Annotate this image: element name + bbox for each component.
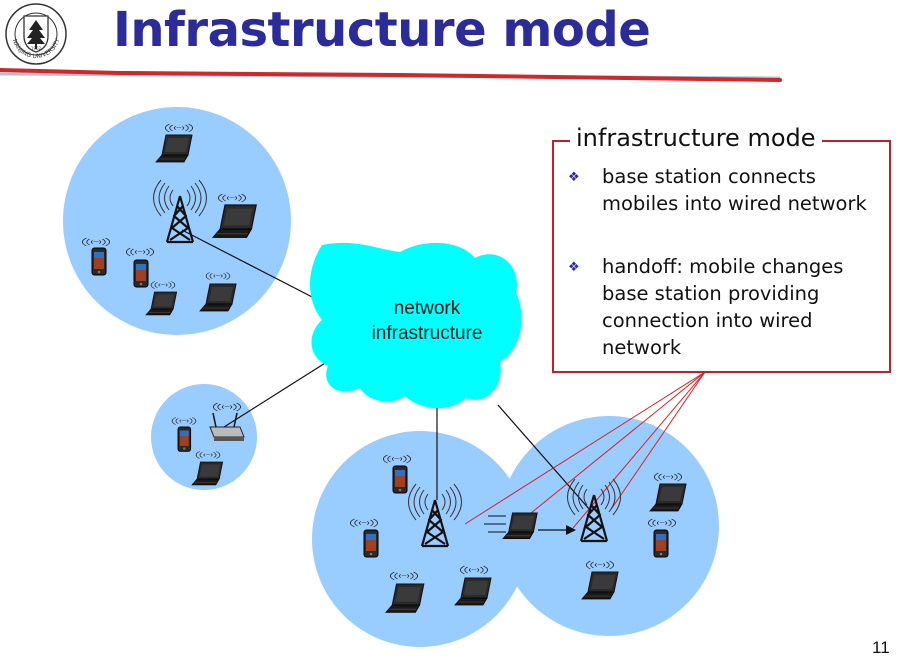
- title-underline: [0, 68, 782, 82]
- cell-top-left: [63, 107, 291, 335]
- cell-small: [151, 384, 257, 490]
- university-logo: NANJING UNIVERSITY 1902: [5, 3, 67, 65]
- cloud-label-line-2: infrastructure: [371, 323, 483, 344]
- smartphone-icon: [177, 426, 192, 452]
- diamond-bullet-icon: ❖: [568, 260, 580, 275]
- callout-heading: infrastructure mode: [570, 124, 822, 152]
- cell-bottom-left: [312, 431, 528, 647]
- cell-bottom-right: [499, 416, 719, 636]
- handoff-arrow-icon: [538, 525, 576, 535]
- page-number: 11: [872, 638, 890, 657]
- smartphone-icon: [653, 529, 669, 558]
- slide-title: Infrastructure mode: [113, 2, 651, 58]
- cloud-label-line-1: network: [393, 298, 461, 319]
- network-infrastructure-cloud: [310, 242, 522, 409]
- smartphone-icon: [91, 247, 107, 276]
- smartphone-icon: [133, 259, 149, 288]
- wired-links: [181, 229, 591, 511]
- callout-bullet-text: handoff: mobile changes base station pro…: [602, 255, 844, 359]
- callout-bullet: ❖ base station connects mobiles into wir…: [568, 163, 868, 217]
- wireless-router-icon: [209, 412, 245, 441]
- smartphone-icon: [392, 465, 408, 494]
- motion-lines-icon: [484, 515, 506, 533]
- smartphone-icon: [363, 529, 379, 558]
- callout-bullet-text: base station connects mobiles into wired…: [602, 165, 867, 215]
- logo-year: 1902: [31, 46, 42, 51]
- diamond-bullet-icon: ❖: [568, 170, 580, 185]
- cloud-label: network infrastructure: [352, 296, 502, 346]
- callout-bullet: ❖ handoff: mobile changes base station p…: [568, 253, 868, 361]
